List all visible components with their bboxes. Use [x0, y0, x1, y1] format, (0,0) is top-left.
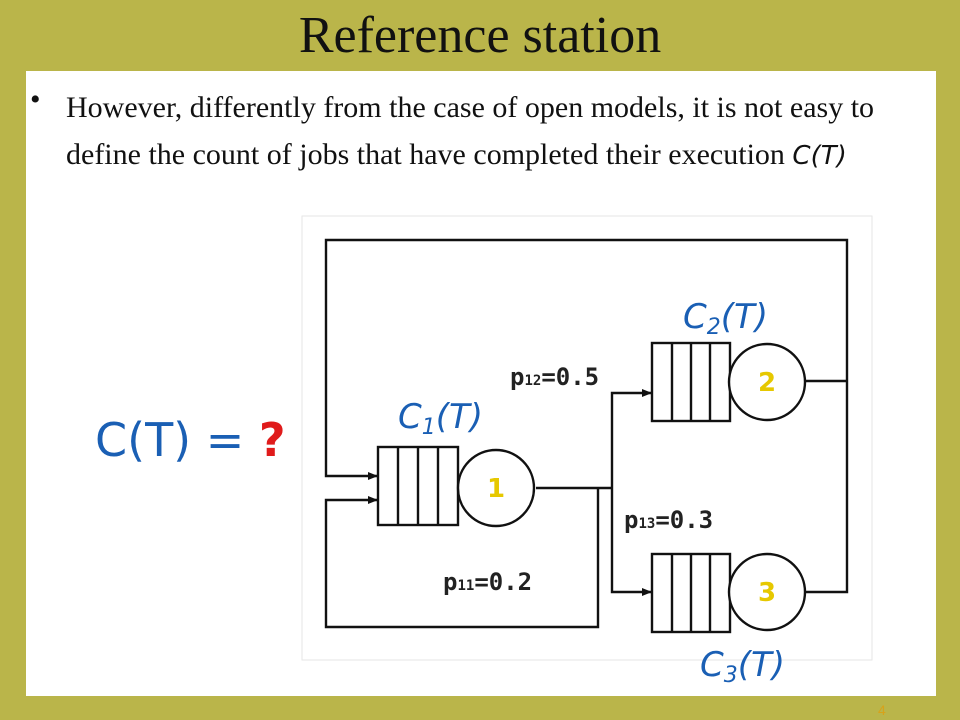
- counter-label-3: C3(T): [700, 645, 785, 688]
- server-3: [727, 552, 807, 632]
- feedback-loop-self: [324, 488, 600, 629]
- total-count-question: C(T) = ?: [95, 413, 286, 467]
- station-3: [650, 552, 807, 634]
- route-to-station-2: [610, 389, 652, 488]
- slide-title: Reference station: [298, 7, 662, 64]
- feedback-loop-top: [324, 238, 849, 480]
- route-to-station-3: [610, 488, 652, 596]
- page-number: 4: [878, 702, 886, 718]
- connection-lines: [324, 238, 849, 629]
- bullet-marker: •: [30, 83, 41, 116]
- station-3-output: [805, 381, 849, 594]
- station-1: [376, 445, 536, 528]
- station-1-label: 1: [487, 474, 505, 504]
- station-2: [650, 341, 807, 423]
- probability-p13: p13=0.3: [624, 506, 713, 534]
- server-1: [456, 448, 536, 528]
- bullet-text: However, differently from the case of op…: [66, 91, 875, 171]
- station-2-label: 2: [758, 368, 776, 398]
- counter-label-1: C1(T): [398, 397, 483, 440]
- station-3-label: 3: [758, 578, 776, 608]
- bullet-paragraph: However, differently from the case of op…: [66, 84, 906, 180]
- bullet-math: C(T): [792, 141, 847, 171]
- counter-label-2: C2(T): [683, 297, 768, 340]
- server-2: [727, 342, 807, 422]
- probability-p11: p11=0.2: [443, 568, 532, 596]
- probability-p12: p12=0.5: [510, 363, 599, 391]
